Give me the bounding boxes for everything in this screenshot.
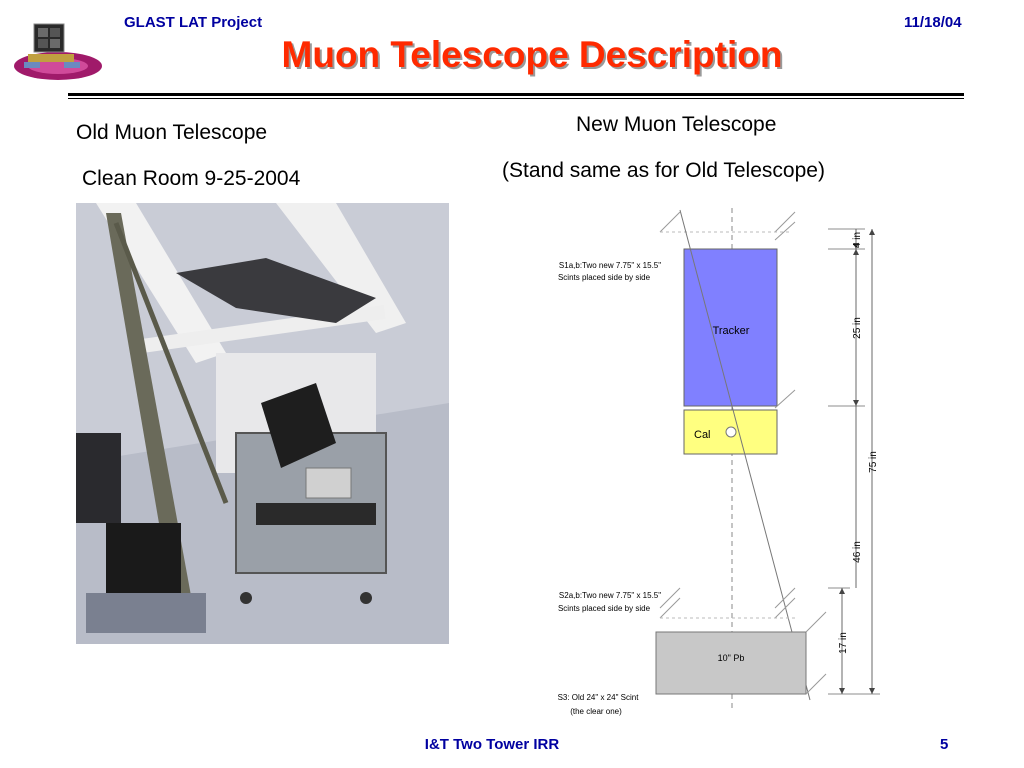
clean-room-caption: Clean Room 9-25-2004 bbox=[82, 167, 301, 190]
s1-label-line1: S1a,b:Two new 7.75" x 15.5" bbox=[559, 261, 661, 270]
dim-75in: 75 in bbox=[868, 451, 879, 473]
s3-label-line1: S3: Old 24" x 24" Scint bbox=[558, 693, 640, 702]
dim-4in: 4 in bbox=[852, 232, 863, 248]
tracker-label: Tracker bbox=[713, 325, 750, 337]
cal-marker bbox=[725, 426, 737, 438]
s2-label-line2: Scints placed side by side bbox=[558, 604, 651, 613]
dim-46in: 46 in bbox=[852, 541, 863, 563]
dim-17in: 17 in bbox=[838, 632, 849, 654]
s2-label-line1: S2a,b:Two new 7.75" x 15.5" bbox=[559, 591, 661, 600]
stand-note: (Stand same as for Old Telescope) bbox=[502, 159, 825, 182]
title-rule-thick bbox=[68, 93, 964, 96]
lead-block bbox=[655, 631, 807, 695]
slide-date: 11/18/04 bbox=[904, 14, 962, 31]
tracker-box bbox=[683, 248, 778, 407]
footer-title: I&T Two Tower IRR bbox=[424, 736, 560, 753]
title-rule-thin bbox=[68, 98, 964, 99]
s1-label-line2: Scints placed side by side bbox=[558, 273, 651, 282]
project-name: GLAST LAT Project bbox=[124, 14, 263, 31]
old-telescope-heading: Old Muon Telescope bbox=[76, 121, 268, 144]
cal-label: Cal bbox=[694, 429, 711, 441]
page-number: 5 bbox=[940, 736, 949, 753]
new-telescope-heading: New Muon Telescope bbox=[576, 113, 777, 136]
clean-room-photo bbox=[76, 203, 449, 644]
s3-label-line2: (the clear one) bbox=[570, 707, 622, 716]
glast-logo-icon bbox=[14, 23, 102, 80]
slide-title: Muon Telescope Description bbox=[281, 34, 783, 75]
dim-25in: 25 in bbox=[852, 317, 863, 339]
new-telescope-diagram: Tracker Cal 10" Pb S1a,b:Two new 7.75" x… bbox=[558, 208, 880, 716]
lead-label: 10" Pb bbox=[718, 653, 745, 663]
